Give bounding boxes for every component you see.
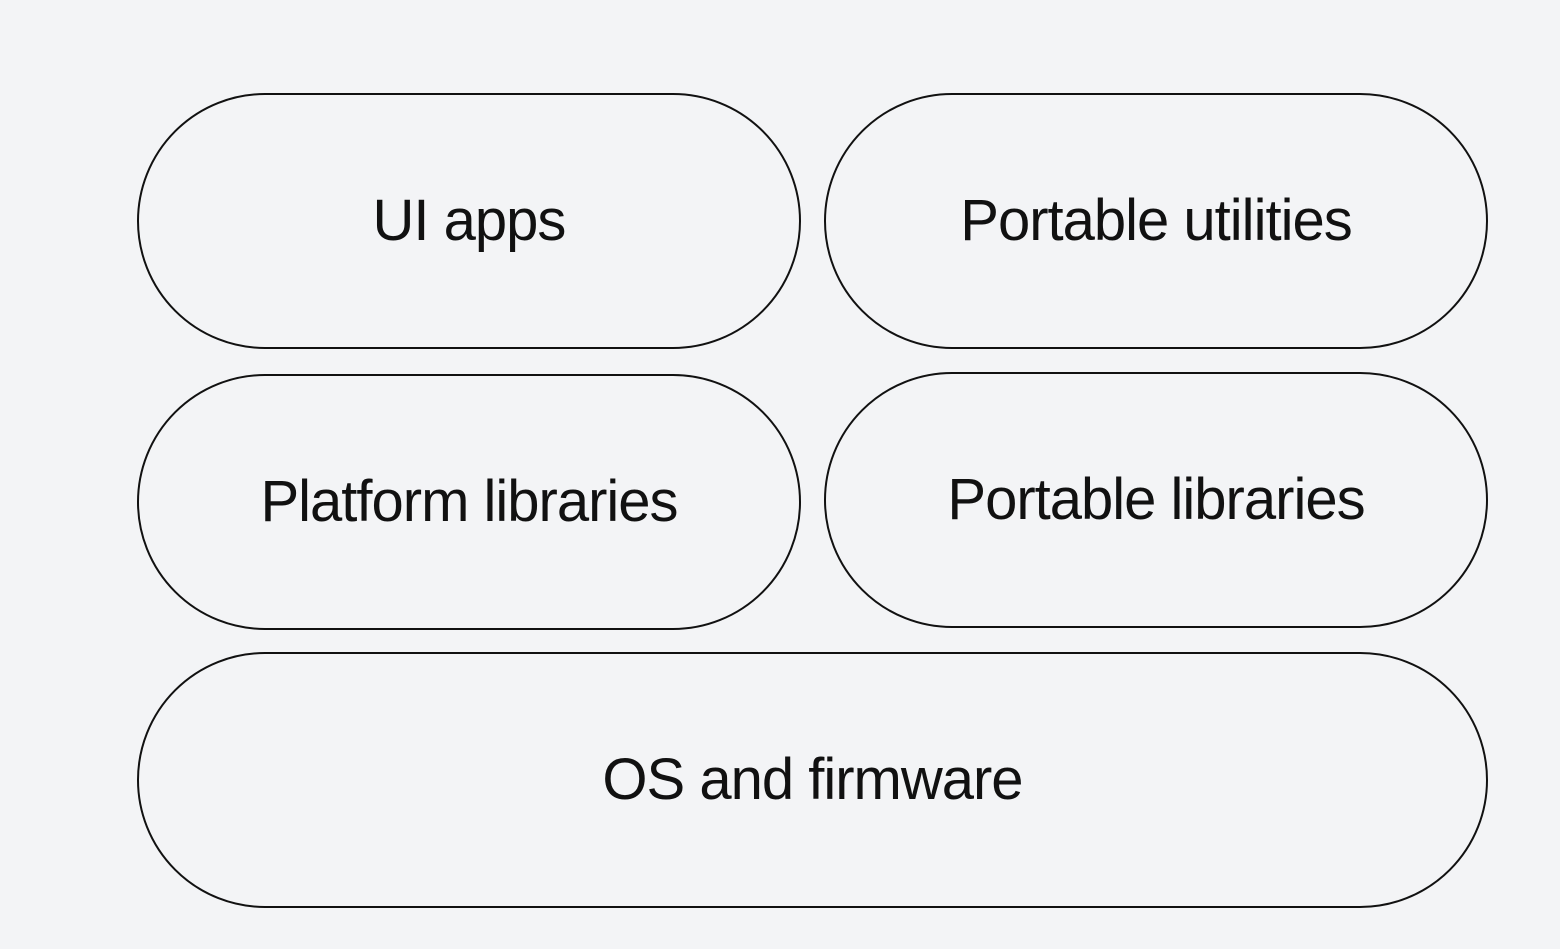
layer-label-platform-libraries: Platform libraries (260, 469, 678, 534)
layer-label-portable-libraries: Portable libraries (947, 467, 1365, 532)
layer-box-os-and-firmware: OS and firmware (137, 652, 1488, 908)
layer-box-platform-libraries: Platform libraries (137, 374, 801, 630)
layer-label-os-and-firmware: OS and firmware (602, 747, 1023, 812)
layer-box-portable-utilities: Portable utilities (824, 93, 1488, 349)
layer-box-ui-apps: UI apps (137, 93, 801, 349)
layer-label-portable-utilities: Portable utilities (960, 188, 1352, 253)
layer-label-ui-apps: UI apps (372, 188, 567, 253)
layer-box-portable-libraries: Portable libraries (824, 372, 1488, 628)
